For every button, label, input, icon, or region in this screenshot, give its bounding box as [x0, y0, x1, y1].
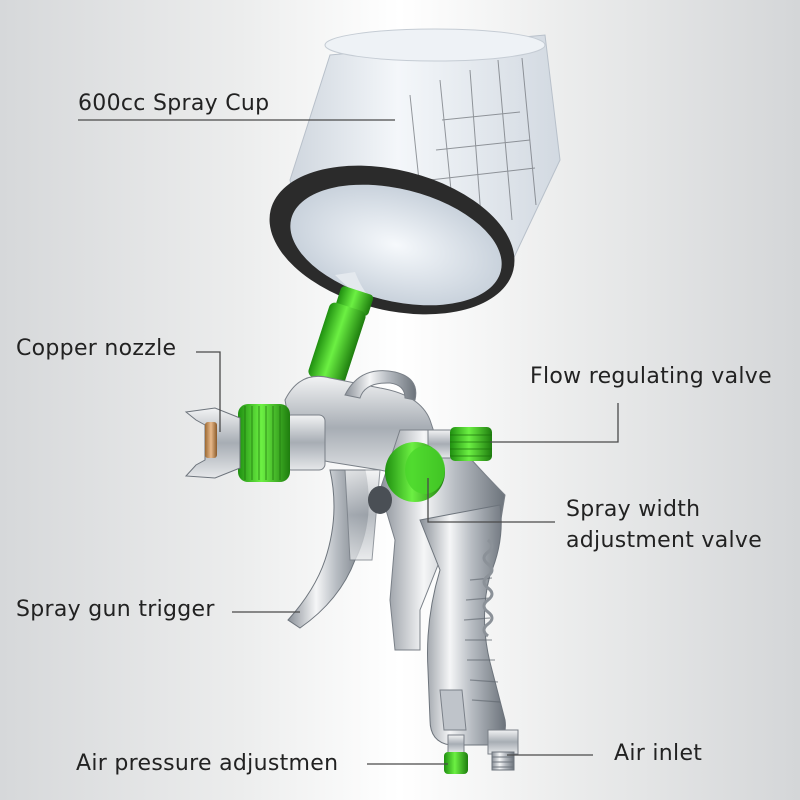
label-copper-nozzle: Copper nozzle: [16, 336, 177, 361]
label-spray-width-line2: adjustment valve: [566, 528, 763, 553]
air-pressure-knob: [444, 734, 468, 774]
flow-regulating-valve: [427, 427, 492, 461]
spray-width-knob: [368, 442, 445, 514]
label-trigger: Spray gun trigger: [16, 597, 215, 622]
label-air-inlet: Air inlet: [614, 741, 703, 766]
cup-connector: [308, 286, 374, 386]
label-flow-regulating-valve: Flow regulating valve: [530, 364, 772, 389]
air-inlet-fitting: [487, 729, 519, 771]
callout-line-spray-width: [427, 478, 555, 523]
label-spray-width-line1: Spray width: [566, 497, 701, 522]
spray-gun-trigger: [287, 469, 381, 629]
label-spray-cup: 600cc Spray Cup: [78, 91, 270, 116]
gun-body: [284, 370, 506, 746]
callout-line-flow-valve: [490, 403, 619, 443]
callout-line-copper-nozzle: [196, 351, 221, 432]
spray-cup: [269, 28, 561, 315]
callout-lines: [78, 119, 619, 765]
nozzle-assembly: [184, 404, 326, 482]
label-air-pressure: Air pressure adjustmen: [76, 751, 339, 776]
